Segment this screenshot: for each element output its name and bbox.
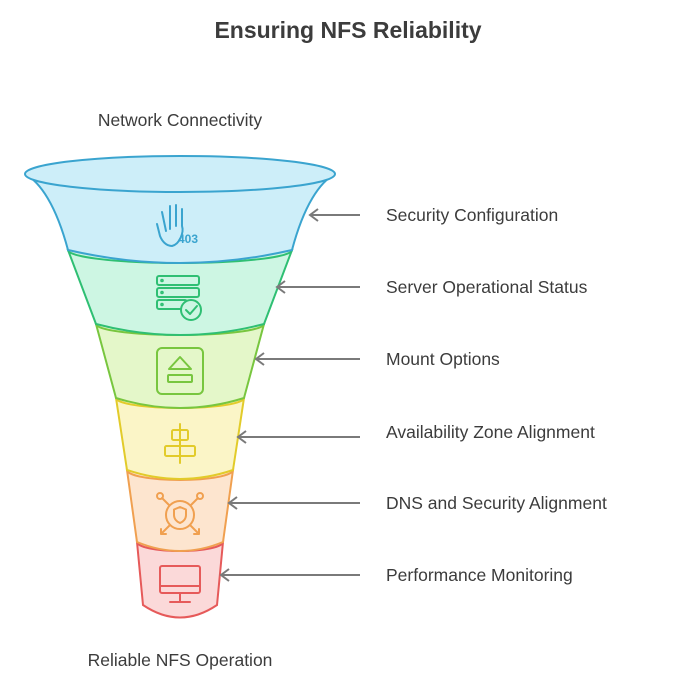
eject-icon <box>156 347 204 395</box>
stage-label-server-operational-status: Server Operational Status <box>386 277 588 297</box>
monitor-icon <box>159 565 201 603</box>
shield-network-icon <box>156 492 204 535</box>
arrow-security <box>308 208 360 222</box>
top-label: Network Connectivity <box>98 110 263 130</box>
stage-label-mount-options: Mount Options <box>386 349 500 369</box>
stage-label-dns-security-alignment: DNS and Security Alignment <box>386 493 607 513</box>
stage-label-security-configuration: Security Configuration <box>386 205 558 225</box>
arrow-dns-security <box>227 496 360 510</box>
funnel-segment-1 <box>24 155 336 264</box>
server-check-icon <box>156 275 202 321</box>
arrow-availability-zone <box>236 430 360 444</box>
stage-label-availability-zone-alignment: Availability Zone Alignment <box>386 422 595 442</box>
stage-label-performance-monitoring: Performance Monitoring <box>386 565 573 585</box>
bottom-label: Reliable NFS Operation <box>88 650 273 670</box>
arrow-performance <box>219 568 360 582</box>
align-center-icon <box>164 423 196 464</box>
arrow-server-status <box>275 280 360 294</box>
arrow-mount-options <box>254 352 360 366</box>
diagram-title: Ensuring NFS Reliability <box>214 17 481 43</box>
hand-403-icon: 403 <box>156 204 198 247</box>
hand-403-icon-text: 403 <box>178 232 198 246</box>
